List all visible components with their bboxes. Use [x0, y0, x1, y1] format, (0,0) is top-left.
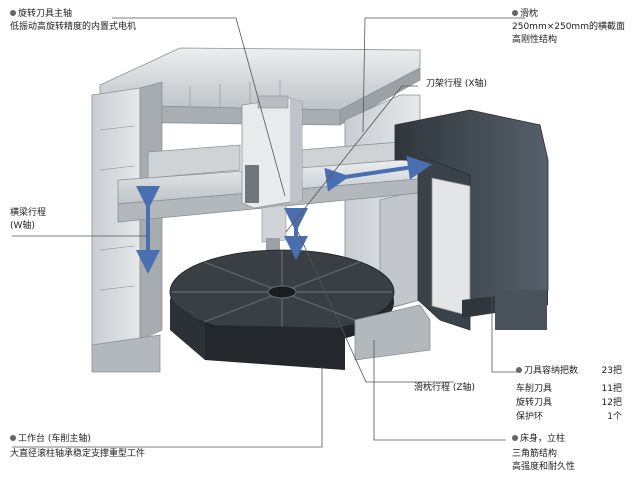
- tool-row-value: 11把: [601, 384, 622, 394]
- ram-desc-2: 高刚性结构: [512, 35, 558, 45]
- tool-capacity-total: 23把: [601, 366, 622, 376]
- tool-magazine: [394, 109, 549, 331]
- ram-desc-1: 250mm×250mm的横截面: [512, 22, 625, 32]
- ram-title: 滑枕: [520, 9, 539, 19]
- bullet-icon: [512, 10, 518, 16]
- w-axis-callout: 横梁行程 (W轴): [10, 207, 46, 233]
- tool-row-value: 1个: [607, 412, 622, 422]
- spindle-callout: 旋转刀具主轴 低振动高旋转精度的内置式电机: [10, 8, 136, 34]
- x-axis-label: 刀架行程 (X轴): [426, 79, 488, 89]
- motion-arrows: [136, 155, 432, 274]
- tool-capacity-table: 刀具容纳把数 23把 车削刀具 11把 旋转刀具 12把 保护环 1个: [516, 364, 622, 424]
- x-axis-arrow: [324, 155, 432, 192]
- table-desc: 大直径滚柱轴承稳定支撑重型工件: [10, 449, 146, 459]
- bed-title: 床身，立柱: [520, 434, 566, 444]
- bullet-icon: [512, 435, 518, 441]
- bullet-icon: [10, 10, 16, 16]
- w-axis-label-2: (W轴): [10, 221, 35, 231]
- leader-lines: [12, 17, 525, 448]
- ram-head: [241, 95, 303, 254]
- list-item: 车削刀具 11把: [516, 382, 622, 396]
- tool-row-label: 保护环: [516, 412, 544, 422]
- spindle-desc: 低振动高旋转精度的内置式电机: [10, 22, 137, 32]
- spindle-title: 旋转刀具主轴: [18, 9, 73, 19]
- tool-row-value: 12把: [601, 398, 622, 408]
- w-axis-label-1: 横梁行程: [10, 208, 47, 218]
- bed-desc-2: 高强度和耐久性: [512, 462, 576, 472]
- tool-capacity-header: 刀具容纳把数 23把: [516, 364, 622, 378]
- ram-callout: 滑枕 250mm×250mm的横截面 高刚性结构: [512, 8, 625, 47]
- tool-row-label: 旋转刀具: [516, 398, 553, 408]
- table-title: 工作台 (车削主轴): [18, 434, 91, 444]
- tool-capacity-title: 刀具容纳把数: [524, 366, 579, 376]
- bullet-icon: [10, 435, 16, 441]
- tool-row-label: 车削刀具: [516, 384, 553, 394]
- bed-desc-1: 三角筋结构: [512, 449, 558, 459]
- list-item: 旋转刀具 12把: [516, 396, 622, 410]
- list-item: 保护环 1个: [516, 410, 622, 424]
- z-axis-label: 滑枕行程 (Z轴): [414, 383, 476, 393]
- table-callout: 工作台 (车削主轴) 大直径滚柱轴承稳定支撑重型工件: [10, 433, 145, 461]
- bullet-icon: [516, 367, 522, 373]
- bed-callout: 床身，立柱 三角筋结构 高强度和耐久性: [512, 433, 575, 474]
- rotary-table: [169, 249, 395, 370]
